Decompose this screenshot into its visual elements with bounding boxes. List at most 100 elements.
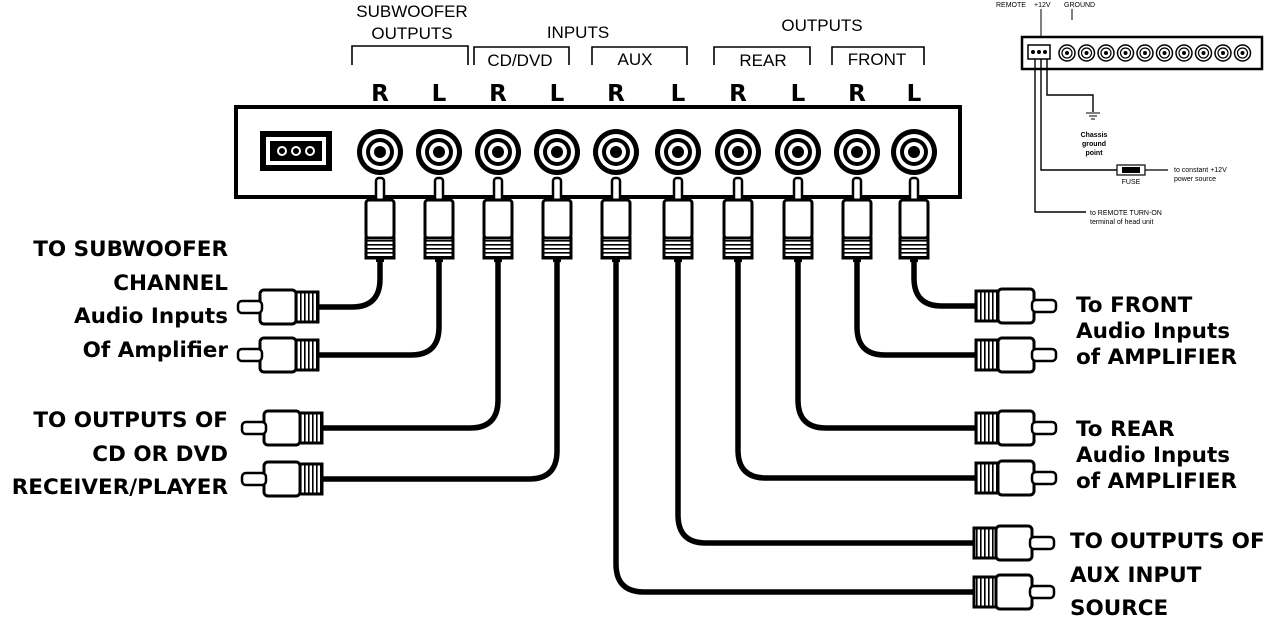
inset-jack-6 (1155, 44, 1174, 62)
ground-symbol (1086, 112, 1100, 120)
subwoofer-header-line2: OUTPUTS (371, 24, 452, 43)
horizontal-plug-right-2 (974, 336, 1058, 374)
header-brackets (351, 45, 925, 65)
cable-left-4 (322, 262, 560, 482)
vertical-plug-2 (423, 176, 455, 262)
outputs-header: OUTPUTS (781, 16, 862, 35)
inset-jack-5 (1136, 44, 1154, 62)
cable-right-5 (675, 262, 974, 546)
rca-jack-7 (715, 129, 761, 175)
rear-label-2: Audio Inputs (1076, 443, 1230, 468)
front-header: FRONT (848, 50, 907, 69)
cable-right-4 (735, 262, 976, 481)
right-front-label: To FRONT Audio Inputs of AMPLIFIER (1076, 293, 1237, 370)
remote-turnon-label-1: to REMOTE TURN-ON (1090, 210, 1162, 217)
inset-jack-2 (1077, 44, 1096, 62)
inset-jack-4 (1116, 44, 1135, 62)
rca-jack-1 (357, 129, 403, 175)
rca-jack-4 (534, 129, 580, 175)
horizontal-plug-left-3 (240, 409, 324, 447)
left-subwoofer-label: TO SUBWOOFER CHANNEL Audio Inputs Of Amp… (33, 237, 228, 363)
cable-right-6 (613, 262, 974, 595)
vertical-plug-4 (541, 176, 573, 262)
inset-jacks (1058, 44, 1252, 62)
remote-turnon-label-2: terminal of head unit (1090, 219, 1153, 226)
inset-12v-label: +12V (1034, 2, 1051, 9)
power-terminal-block (260, 131, 332, 171)
rear-label-1: To REAR (1076, 417, 1175, 442)
front-label-2: Audio Inputs (1076, 319, 1230, 344)
cd-label-2: CD OR DVD (92, 442, 228, 467)
channel-label-4: L (550, 81, 565, 107)
horizontal-plug-left-4 (240, 460, 324, 498)
channel-label-6: L (671, 81, 686, 107)
chassis-label-1: Chassis (1081, 132, 1108, 139)
inset-jack-3 (1097, 44, 1115, 62)
cable-right-3 (795, 262, 976, 431)
rca-jack-10 (891, 129, 937, 175)
vertical-plug-1 (364, 176, 396, 262)
front-label-3: of AMPLIFIER (1076, 345, 1237, 370)
rear-header: REAR (739, 51, 786, 70)
channel-label-5: R (607, 81, 625, 107)
inset-ground-label: GROUND (1064, 2, 1095, 9)
channel-label-9: R (848, 81, 866, 107)
aux-label-2: AUX INPUT (1070, 563, 1202, 588)
cd-label-1: TO OUTPUTS OF (33, 408, 228, 433)
vertical-plug-9 (841, 176, 873, 262)
rca-plugs (236, 176, 1058, 611)
vertical-plug-8 (782, 176, 814, 262)
sub-label-3: Audio Inputs (74, 304, 228, 329)
horizontal-plug-left-1 (236, 288, 320, 326)
sub-label-4: Of Amplifier (83, 338, 229, 363)
channel-label-3: R (489, 81, 507, 107)
cd-label-3: RECEIVER/PLAYER (12, 475, 229, 500)
rear-label-3: of AMPLIFIER (1076, 469, 1237, 494)
horizontal-plug-right-6 (972, 573, 1056, 611)
vertical-plug-7 (722, 176, 754, 262)
horizontal-plug-right-5 (972, 524, 1056, 562)
cable-right-1 (911, 262, 976, 309)
sub-label-1: TO SUBWOOFER (33, 237, 228, 262)
rca-jacks (357, 129, 937, 175)
aux-label-1: TO OUTPUTS OF (1070, 529, 1265, 554)
constant-label-2: power source (1174, 176, 1216, 183)
horizontal-plug-left-2 (236, 336, 320, 374)
rca-jack-3 (475, 129, 521, 175)
right-rear-label: To REAR Audio Inputs of AMPLIFIER (1076, 417, 1237, 494)
left-cd-label: TO OUTPUTS OF CD OR DVD RECEIVER/PLAYER (12, 408, 229, 500)
channel-label-8: L (791, 81, 806, 107)
front-label-1: To FRONT (1076, 293, 1193, 318)
cable-left-2 (318, 262, 442, 358)
constant-label-1: to constant +12V (1174, 167, 1227, 174)
cd-dvd-header: CD/DVD (487, 51, 552, 70)
crossover-unit (234, 105, 962, 199)
vertical-plug-3 (482, 176, 514, 262)
channel-label-2: L (432, 81, 447, 107)
vertical-plug-10 (898, 176, 930, 262)
rca-jack-2 (416, 129, 462, 175)
chassis-label-3: point (1085, 150, 1103, 157)
cable-left-1 (318, 262, 383, 310)
fuse-label: FUSE (1122, 179, 1141, 186)
channel-label-10: L (907, 81, 922, 107)
rca-jack-8 (775, 129, 821, 175)
cable-left-3 (322, 262, 501, 431)
cables (318, 262, 976, 595)
rca-jack-6 (655, 129, 701, 175)
inset-jack-7 (1175, 44, 1193, 62)
chassis-label-2: ground (1082, 141, 1106, 148)
vertical-plug-5 (600, 176, 632, 262)
section-headers: SUBWOOFER OUTPUTS INPUTS OUTPUTS CD/DVD … (356, 2, 906, 70)
inputs-header: INPUTS (547, 23, 609, 42)
inset-jack-10 (1233, 44, 1252, 62)
power-inset: REMOTE +12V GROUND Chassis ground point … (996, 2, 1264, 226)
channel-label-1: R (371, 81, 389, 107)
horizontal-plug-right-1 (974, 287, 1058, 325)
cable-right-2 (854, 262, 976, 358)
right-aux-label: TO OUTPUTS OF AUX INPUT SOURCE (1070, 529, 1265, 621)
subwoofer-header-line1: SUBWOOFER (356, 2, 467, 21)
